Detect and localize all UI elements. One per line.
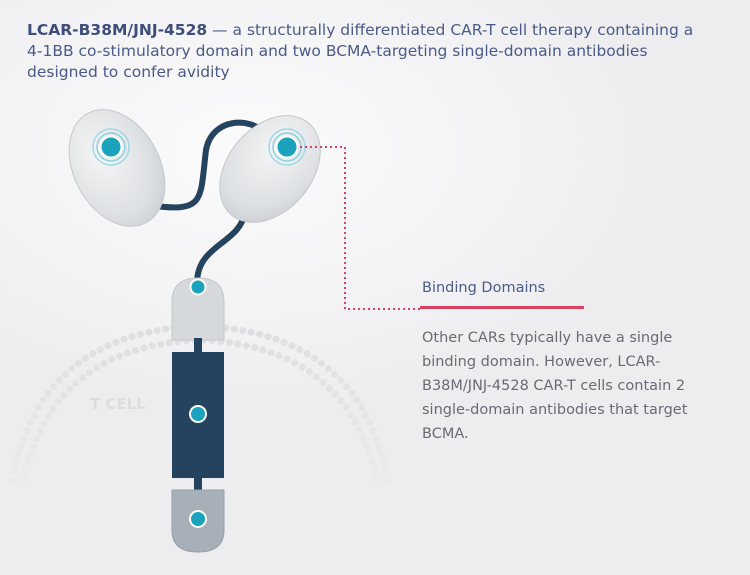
- signaling-domain: [172, 352, 224, 478]
- drug-name: LCAR-B38M/JNJ-4528: [27, 21, 208, 39]
- header-text: LCAR-B38M/JNJ-4528 — a structurally diff…: [27, 20, 707, 83]
- drug-description: — a structurally differentiated CAR-T ce…: [27, 21, 694, 81]
- right-binding-domain: [219, 115, 321, 223]
- heading-underline: [420, 306, 584, 309]
- binding-domains-description: Other CARs typically have a single bindi…: [422, 330, 688, 442]
- interdomain-linker: [152, 119, 269, 211]
- t-cell-label: T CELL: [90, 395, 146, 413]
- hinge-linker: [194, 209, 248, 285]
- binding-site-dot: [99, 135, 123, 159]
- transmembrane-connector: [194, 338, 202, 354]
- hinge-domain: [171, 277, 225, 341]
- binding-site-dot: [275, 135, 299, 159]
- left-binding-domain: [68, 109, 166, 227]
- intracellular-connector: [194, 476, 202, 492]
- callout-pointer: [300, 146, 420, 310]
- cd3-zeta-domain: [171, 489, 225, 553]
- binding-domains-heading: Binding Domains: [422, 280, 546, 296]
